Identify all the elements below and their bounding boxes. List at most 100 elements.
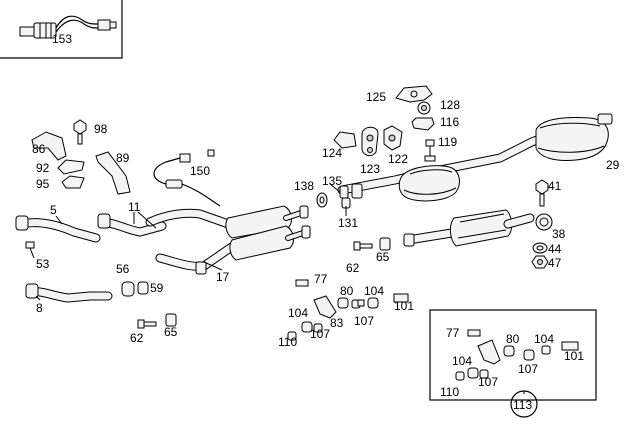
inset-hanger-set-113 xyxy=(429,309,597,418)
bracket-77 xyxy=(295,279,309,287)
callout-122: 122 xyxy=(388,152,408,166)
callout-80-inset: 80 xyxy=(506,332,520,346)
hanger-bracket-125 xyxy=(395,85,433,103)
middle-silencer xyxy=(398,165,460,202)
bolt-98 xyxy=(73,119,87,145)
gasket-59 xyxy=(137,281,149,295)
callout-153: 153 xyxy=(52,32,72,46)
nut-47 xyxy=(531,255,549,269)
callout-135: 135 xyxy=(322,174,342,188)
callout-95: 95 xyxy=(36,177,50,191)
callout-65-center: 65 xyxy=(376,250,390,264)
oxygen-sensor-150 xyxy=(153,149,221,207)
bushing-104b xyxy=(301,321,313,333)
hanger-123 xyxy=(361,126,379,157)
callout-77-inset: 77 xyxy=(446,326,460,340)
callout-59: 59 xyxy=(150,281,164,295)
callout-38: 38 xyxy=(552,227,566,241)
nut-44 xyxy=(532,242,548,254)
inset-oxygen-sensor-153: 153 xyxy=(0,0,123,59)
callout-104-inset-b: 104 xyxy=(452,354,472,368)
callout-138: 138 xyxy=(294,179,314,193)
callout-128: 128 xyxy=(440,98,460,112)
callout-107-inset-a: 107 xyxy=(518,362,538,376)
callout-98: 98 xyxy=(94,122,108,136)
inset-frame-top-left xyxy=(0,0,123,59)
nut-65-center xyxy=(379,237,391,251)
callout-65-lower: 65 xyxy=(164,325,178,339)
callout-104-center-a: 104 xyxy=(364,284,384,298)
mount-80 xyxy=(337,297,349,309)
callout-29: 29 xyxy=(606,158,620,172)
callout-77-center: 77 xyxy=(314,272,328,286)
callout-62-center: 62 xyxy=(346,261,360,275)
rubber-mount-128 xyxy=(417,101,431,115)
bolt-101 xyxy=(393,293,409,303)
bushing-104 xyxy=(367,297,379,309)
callout-44: 44 xyxy=(548,242,562,256)
callout-104-inset-a: 104 xyxy=(534,332,554,346)
callout-5: 5 xyxy=(50,203,57,217)
oxygen-sensor-part xyxy=(19,15,117,39)
callout-53: 53 xyxy=(36,257,50,271)
rear-silencer-29 xyxy=(535,113,613,161)
callout-47: 47 xyxy=(548,256,562,270)
callout-116: 116 xyxy=(440,115,459,129)
washer-107 xyxy=(313,323,323,333)
clamp-116 xyxy=(411,117,435,131)
bracket-83 xyxy=(313,295,337,319)
callout-107-center-b: 107 xyxy=(310,327,330,341)
rear-muffler-assembly xyxy=(316,85,613,247)
callout-8: 8 xyxy=(36,301,43,315)
callout-83: 83 xyxy=(330,316,344,330)
clamp-92 xyxy=(57,159,85,175)
callout-110-inset: 110 xyxy=(440,385,459,399)
hanger-122 xyxy=(383,125,403,151)
center-catalytic-converter xyxy=(403,209,535,247)
callout-62-lower: 62 xyxy=(130,331,144,345)
bolt-53 xyxy=(25,241,35,259)
leader-lines xyxy=(35,183,525,394)
callout-80-center: 80 xyxy=(340,284,354,298)
callout-56: 56 xyxy=(116,262,130,276)
nut-65-lower xyxy=(165,313,177,327)
y-pipe-with-catalysts-17 xyxy=(145,205,311,275)
callout-119: 119 xyxy=(438,135,457,149)
flange-gasket-135 xyxy=(339,183,363,199)
bracket-124 xyxy=(333,131,357,149)
washer-107b xyxy=(357,299,365,307)
clamp-95 xyxy=(61,175,85,189)
gasket-56 xyxy=(121,281,135,297)
callout-101-center: 101 xyxy=(394,299,414,313)
hanger-set-center xyxy=(287,279,409,341)
callout-11: 11 xyxy=(128,200,141,214)
bolt-41 xyxy=(535,179,549,207)
exhaust-pipe-5 xyxy=(15,215,101,243)
callout-17: 17 xyxy=(216,270,230,284)
callout-110-center: 110 xyxy=(278,335,297,349)
clamp-38 xyxy=(535,213,553,231)
callout-labels: 5 8 11 17 29 38 41 44 47 53 56 59 62 62 … xyxy=(32,90,620,412)
gasket-138 xyxy=(316,192,328,208)
callout-101-inset: 101 xyxy=(564,349,584,363)
bolt-62-center xyxy=(353,241,373,251)
callout-92: 92 xyxy=(36,161,50,175)
callout-107-center-a: 107 xyxy=(354,314,374,328)
callout-125: 125 xyxy=(366,90,386,104)
washer-110 xyxy=(287,331,297,341)
callout-107-inset-b: 107 xyxy=(478,375,498,389)
bolt-119 xyxy=(424,139,436,162)
callout-89: 89 xyxy=(116,151,130,165)
callout-123: 123 xyxy=(360,162,380,176)
exhaust-pipe-8 xyxy=(25,283,113,303)
callout-104-center-b: 104 xyxy=(288,306,308,320)
bracket-89 xyxy=(95,151,131,195)
bracket-86 xyxy=(31,131,67,161)
inset-frame xyxy=(429,309,597,401)
callout-131: 131 xyxy=(338,216,358,230)
exhaust-pipe-11 xyxy=(97,213,167,237)
callout-86: 86 xyxy=(32,142,46,156)
bolt-62-lower xyxy=(137,319,157,329)
callout-150: 150 xyxy=(190,164,210,178)
